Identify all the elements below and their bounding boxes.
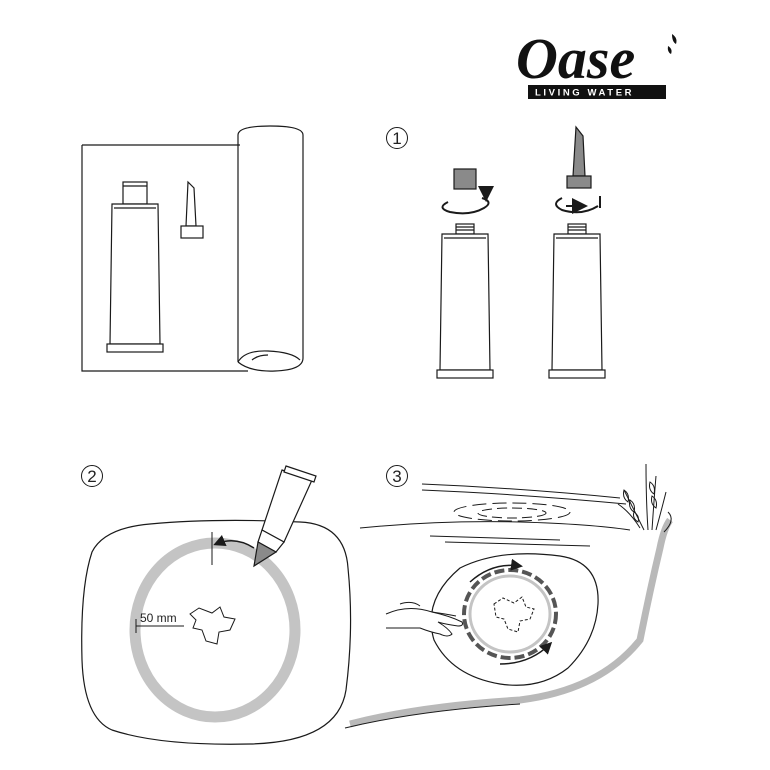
direction-arrow-icon [213,534,255,549]
tagline-bar [528,85,666,99]
step-3-badge [386,465,408,487]
glue-tube [106,181,164,353]
tube-cap [453,168,477,190]
step-2-number: 2 [87,467,96,486]
unscrew-arrow-icon [441,186,494,215]
brand-tagline: LIVING WATER [535,88,634,99]
film-roll [237,125,304,372]
step-1: 1 [386,125,606,379]
nozzle [180,180,204,239]
puncture-hole [189,606,236,645]
water-drop-icon [667,34,677,54]
covered-hole [493,596,535,633]
step-2-badge [81,465,103,487]
tube-open [436,168,494,379]
repair-sheet [81,144,248,372]
brand-logo: Oase LIVING WATER [516,26,677,99]
press-direction-bottom-arrow-icon [499,641,553,665]
nozzle-tip [572,125,586,177]
step-1-badge [386,127,408,149]
press-direction-top-arrow-icon [469,558,523,583]
applicator-tube [253,465,317,568]
package-contents [81,125,304,372]
step-1-number: 1 [392,129,401,148]
water-surface [359,483,631,547]
pond-plant-icon [617,463,667,531]
distance-label: 50 mm [140,611,177,625]
hand-icon [385,601,463,637]
step-3: 3 [344,463,673,729]
pond-bank [349,517,673,728]
pressed-adhesive-ring [462,568,558,660]
brand-name: Oase [516,26,635,91]
screw-on-arrow-icon [555,196,601,214]
tube-with-nozzle [548,125,606,379]
step-3-number: 3 [392,467,401,486]
step-2: 2 50 mm [81,465,352,745]
